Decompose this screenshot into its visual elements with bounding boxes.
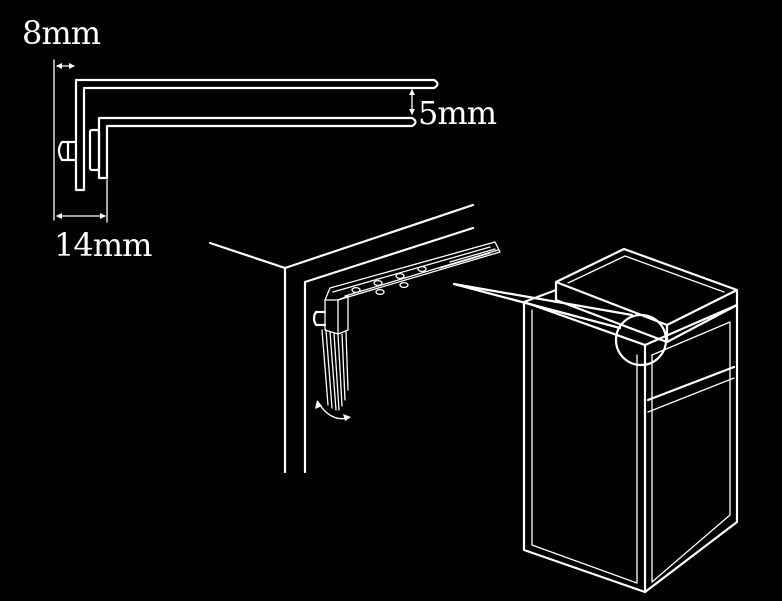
door-edge-hatching xyxy=(321,329,349,411)
dimension-label-14mm: 14mm xyxy=(54,226,152,264)
dimension-label-5mm: 5mm xyxy=(418,94,497,132)
cabinet-corner-view xyxy=(208,203,501,474)
dimension-label-8mm: 8mm xyxy=(22,14,101,52)
cabinet-overview xyxy=(452,247,739,594)
bracket-section-detail: 8mm 5mm 14mm xyxy=(22,14,498,264)
